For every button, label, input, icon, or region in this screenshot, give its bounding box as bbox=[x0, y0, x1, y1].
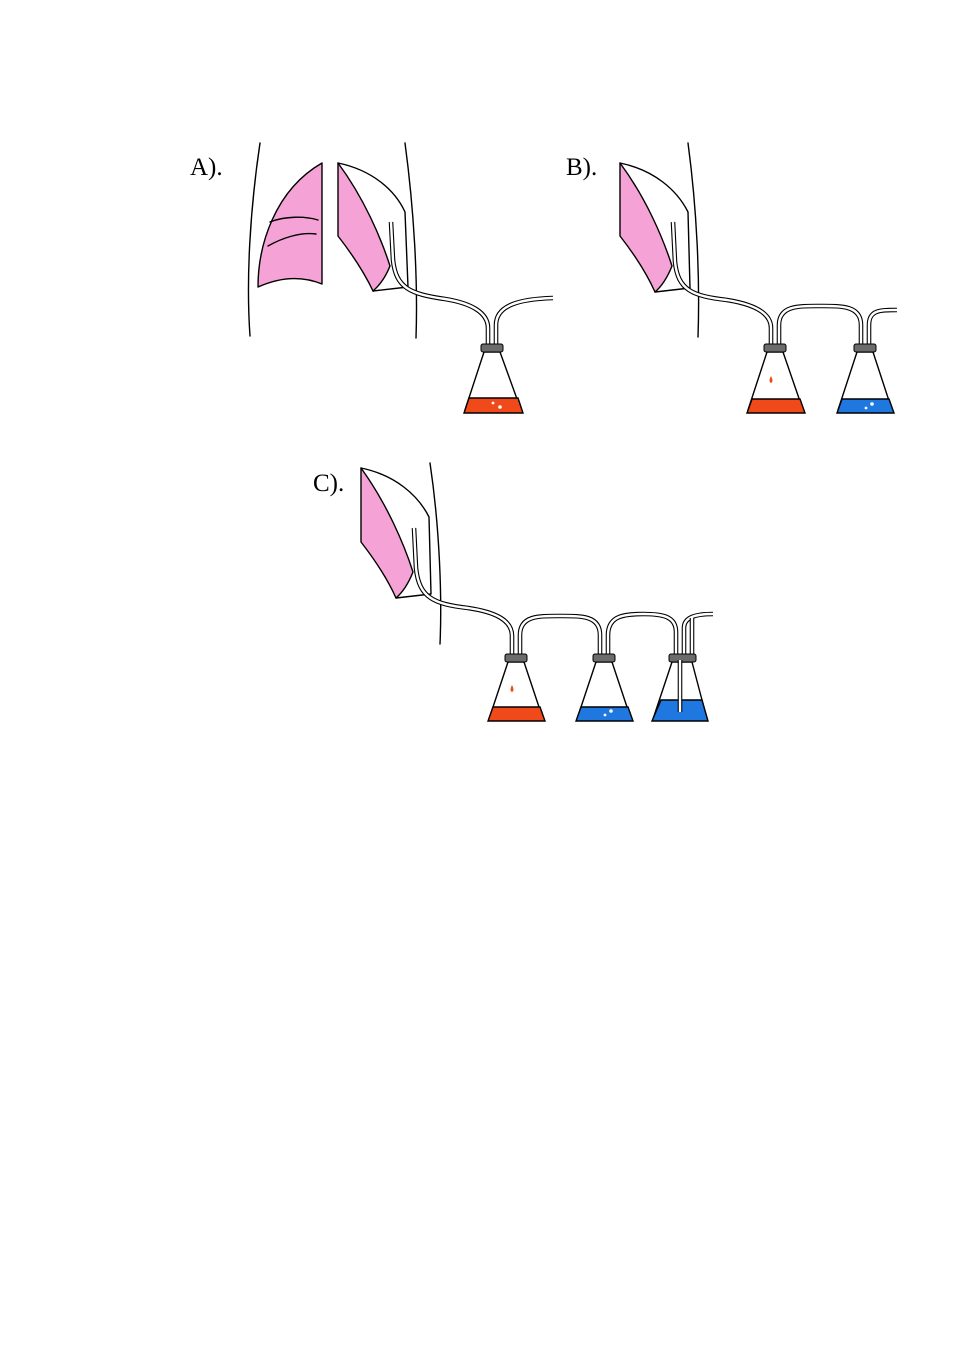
water-seal-fluid bbox=[836, 398, 895, 414]
bubble bbox=[870, 402, 874, 406]
drainage-tube-icon bbox=[388, 221, 554, 402]
bottle-stopper bbox=[763, 343, 787, 353]
erlenmeyer-flask-icon bbox=[746, 343, 806, 414]
bottle-stopper bbox=[504, 653, 528, 663]
bubble bbox=[498, 405, 502, 409]
panel-b: B). bbox=[566, 142, 898, 414]
water-seal-fluid bbox=[463, 397, 524, 414]
bubble bbox=[864, 406, 868, 410]
erlenmeyer-flask-icon bbox=[836, 343, 895, 414]
pleural-space-outline bbox=[337, 162, 409, 292]
panel-c: C). bbox=[313, 462, 714, 722]
lung-icon bbox=[257, 162, 323, 288]
lung-fissure bbox=[267, 232, 317, 247]
collection-fluid bbox=[487, 706, 546, 722]
fluid-drop bbox=[769, 376, 773, 383]
erlenmeyer-flask-icon bbox=[463, 343, 524, 414]
bottle-stopper bbox=[853, 343, 877, 353]
bubble bbox=[491, 401, 495, 405]
panel-a: A). bbox=[190, 142, 554, 414]
erlenmeyer-flask-icon bbox=[575, 653, 634, 722]
drainage-tube-icon bbox=[670, 221, 898, 406]
lung-fissure bbox=[269, 216, 319, 223]
lung-icon bbox=[619, 162, 673, 293]
lung-icon bbox=[337, 162, 391, 292]
chest-wall-right bbox=[687, 142, 700, 338]
pleural-space-outline bbox=[619, 162, 691, 293]
chest-wall-right bbox=[429, 462, 442, 645]
panel-label-b: B). bbox=[566, 154, 597, 181]
pleural-space-outline bbox=[360, 467, 432, 599]
bottle-stopper bbox=[668, 653, 697, 663]
fluid-drop bbox=[510, 685, 514, 692]
erlenmeyer-flask-icon bbox=[650, 653, 709, 722]
chest-wall-right bbox=[404, 142, 418, 339]
bottle-stopper bbox=[592, 653, 616, 663]
collection-fluid bbox=[746, 398, 806, 414]
bubble bbox=[603, 713, 607, 717]
erlenmeyer-flask-icon bbox=[487, 653, 546, 722]
panel-label-a: A). bbox=[190, 154, 223, 181]
chest-wall-left bbox=[247, 142, 261, 337]
bottle-stopper bbox=[480, 343, 504, 353]
drainage-tube-icon bbox=[411, 527, 714, 712]
bubble bbox=[609, 709, 613, 713]
lung-icon bbox=[360, 467, 414, 599]
panel-label-c: C). bbox=[313, 470, 344, 497]
